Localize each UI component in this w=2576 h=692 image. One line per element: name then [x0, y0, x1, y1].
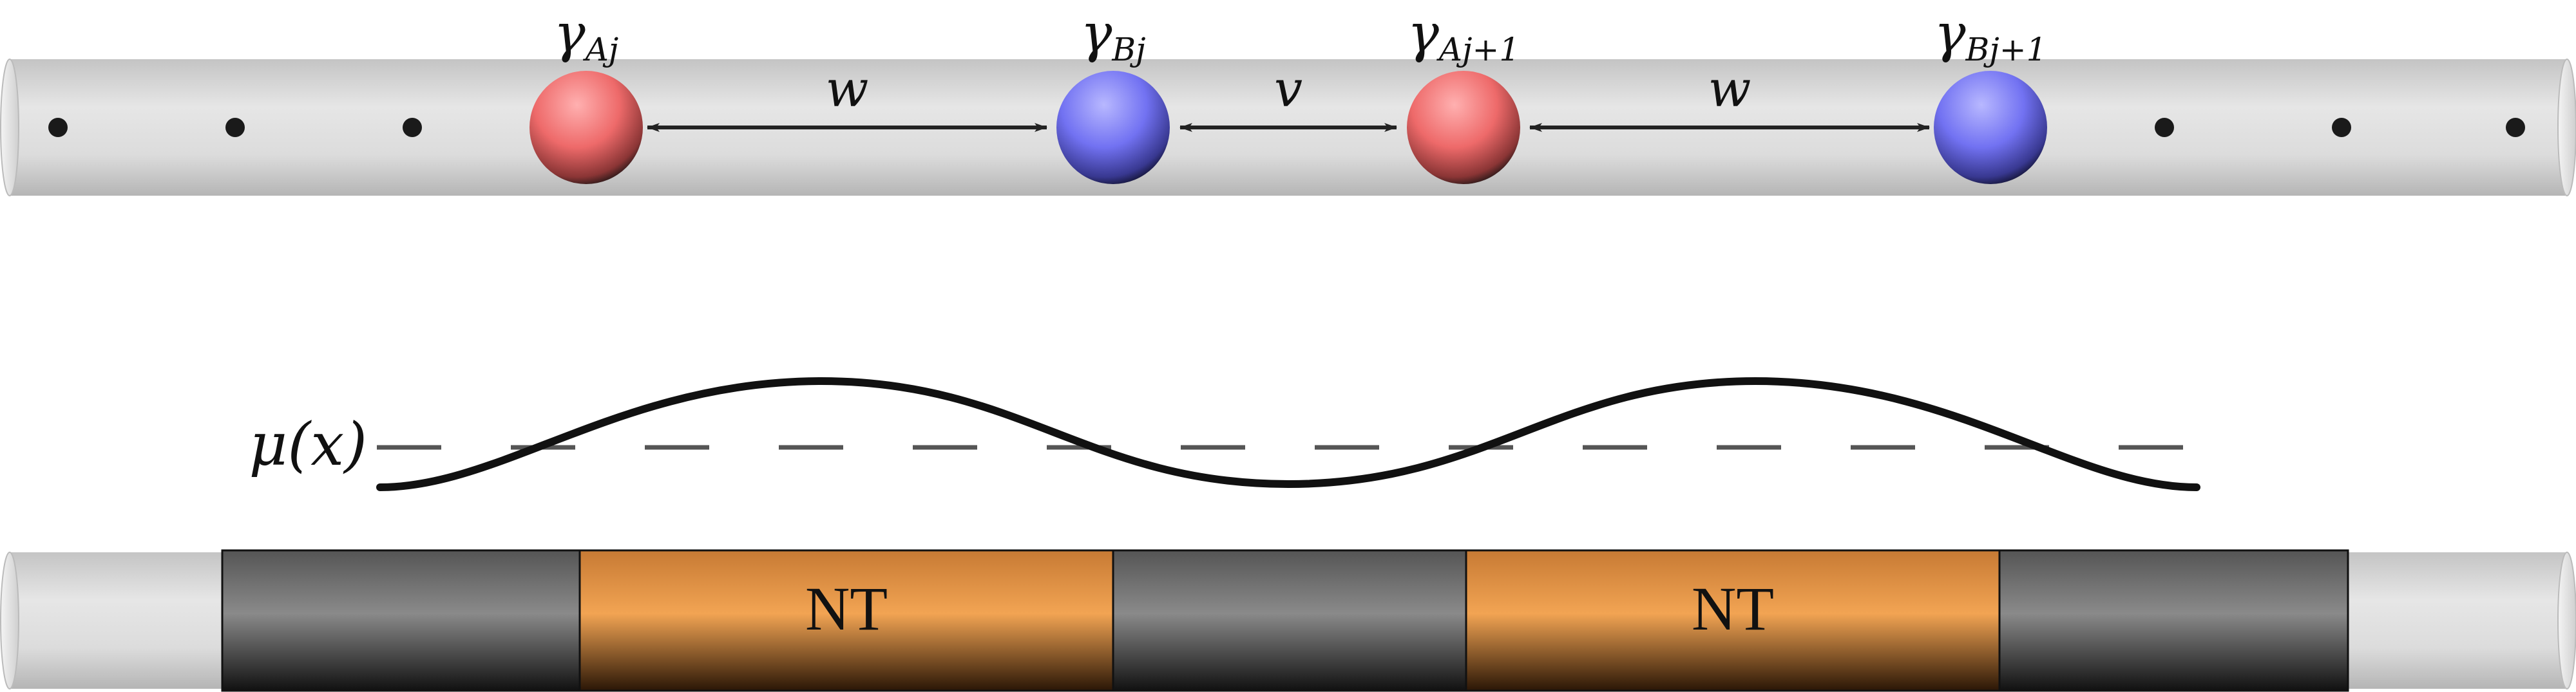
chain-ellipsis-dots	[48, 118, 2525, 137]
nt-segment-label: NT	[1692, 574, 1774, 643]
ellipsis-dot	[225, 118, 245, 137]
ellipsis-dot	[2506, 118, 2525, 137]
ellipsis-dot	[2332, 118, 2351, 137]
nt-segment	[1465, 549, 2001, 692]
site-label: γBj	[1080, 3, 1145, 68]
dark-segment	[1998, 549, 2349, 692]
ellipsis-dot	[48, 118, 68, 137]
coupling-label: w	[1708, 61, 1751, 118]
site-label: γAj+1	[1407, 3, 1520, 68]
potential-profile: μ(x)	[249, 377, 2200, 491]
nt-segment	[578, 549, 1114, 692]
ellipsis-dot	[403, 118, 422, 137]
site-label: γBj+1	[1934, 3, 2047, 68]
site-a-sphere	[530, 71, 643, 184]
majorana-sites	[530, 71, 2047, 184]
coupling-label: v	[1274, 61, 1302, 118]
dark-segment	[221, 549, 581, 692]
potential-label: μ(x)	[249, 410, 367, 479]
dark-segment	[1112, 549, 1467, 692]
nt-segment-label: NT	[805, 574, 888, 643]
site-label: γAj	[554, 3, 619, 68]
bottom-wire: NT NT	[0, 549, 2576, 692]
coupling-labels: w v w	[826, 61, 1751, 118]
coupling-label: w	[826, 61, 869, 118]
ellipsis-dot	[2155, 118, 2174, 137]
site-b-sphere	[1934, 71, 2047, 184]
site-a-sphere	[1407, 71, 1520, 184]
site-labels: γAj γBj γAj+1 γBj+1	[554, 3, 2047, 68]
potential-curve	[376, 377, 2200, 491]
site-b-sphere	[1056, 71, 1170, 184]
